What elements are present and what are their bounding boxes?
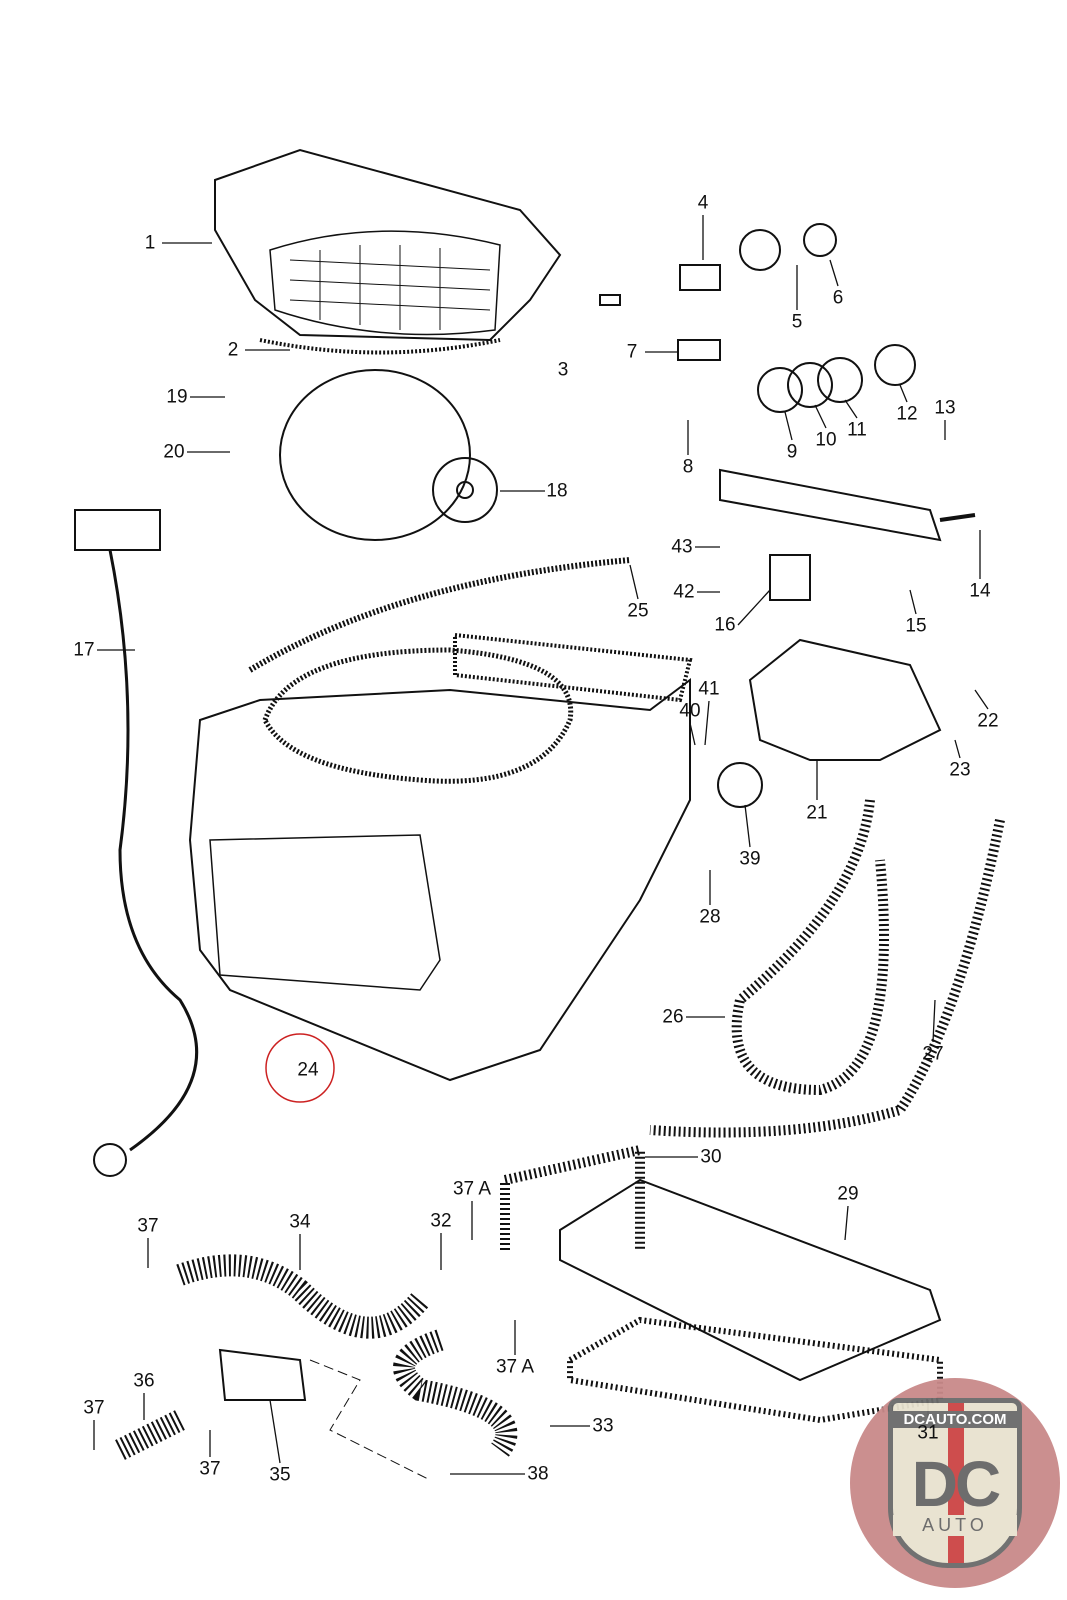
- callout-22: 22: [977, 710, 999, 732]
- blower-motor: [279, 369, 471, 541]
- callout-36: 36: [133, 1370, 155, 1392]
- callout-8: 8: [682, 456, 694, 478]
- callout-19: 19: [166, 386, 188, 408]
- callout-43: 43: [671, 536, 693, 558]
- logo-mark: DC: [911, 1448, 1001, 1520]
- callout-4: 4: [697, 192, 709, 214]
- callout-11: 11: [847, 419, 867, 441]
- callout-13: 13: [934, 397, 956, 419]
- callout-38: 38: [527, 1463, 549, 1485]
- callout-26: 26: [662, 1006, 684, 1028]
- heater-housing: [188, 678, 691, 1082]
- heater-core: [559, 1178, 942, 1382]
- callout-18: 18: [546, 480, 568, 502]
- callout-1: 1: [144, 232, 156, 254]
- callout-33: 33: [592, 1415, 614, 1437]
- callout-32: 32: [430, 1210, 452, 1232]
- seal: [259, 338, 501, 355]
- callout-20: 20: [163, 441, 185, 463]
- callout-37: 37: [137, 1215, 159, 1237]
- control-panel: [719, 468, 942, 542]
- callout-25: 25: [627, 600, 649, 622]
- callout-41: 41: [698, 678, 720, 700]
- callout-40: 40: [679, 700, 701, 722]
- callout-17: 17: [73, 639, 95, 661]
- callout-28: 28: [699, 906, 721, 928]
- callout-21: 21: [806, 802, 828, 824]
- callout-9: 9: [786, 441, 798, 463]
- hose: [393, 1329, 518, 1457]
- callout-37: 37: [199, 1458, 221, 1480]
- callout-24: 24: [297, 1059, 319, 1081]
- callout-10: 10: [815, 429, 837, 451]
- callout-15: 15: [905, 615, 927, 637]
- callout-3: 3: [557, 359, 569, 381]
- cable: [248, 557, 631, 673]
- callout-2: 2: [227, 339, 239, 361]
- callout-30: 30: [700, 1146, 722, 1168]
- callout-37a: 37 A: [452, 1178, 492, 1200]
- callout-31: 31: [917, 1422, 939, 1444]
- callout-39: 39: [739, 848, 761, 870]
- callout-6: 6: [832, 287, 844, 309]
- harness-connector: [74, 509, 161, 551]
- callout-14: 14: [969, 580, 991, 602]
- valve: [218, 1348, 307, 1401]
- blower-cover: [214, 148, 562, 342]
- callout-37a: 37 A: [495, 1356, 535, 1378]
- logo-shield: DCAUTO.COM DC AUTO: [888, 1398, 1022, 1568]
- callout-27: 27: [922, 1043, 944, 1065]
- callout-16: 16: [714, 614, 736, 636]
- callout-23: 23: [949, 759, 971, 781]
- callout-35: 35: [269, 1464, 291, 1486]
- callout-34: 34: [289, 1211, 311, 1233]
- callout-37: 37: [83, 1397, 105, 1419]
- highlight-circle: [265, 1033, 335, 1103]
- flap-lever: [748, 638, 942, 761]
- callout-29: 29: [837, 1183, 859, 1205]
- callout-7: 7: [626, 341, 638, 363]
- logo-subtext: AUTO: [893, 1515, 1017, 1536]
- dcauto-logo: DCAUTO.COM DC AUTO: [850, 1378, 1060, 1588]
- callout-12: 12: [896, 403, 918, 425]
- callout-5: 5: [791, 311, 803, 333]
- hose: [176, 1254, 429, 1339]
- callout-42: 42: [673, 581, 695, 603]
- wiring-harness: [108, 549, 199, 1152]
- logo-site-text: DCAUTO.COM: [893, 1411, 1017, 1428]
